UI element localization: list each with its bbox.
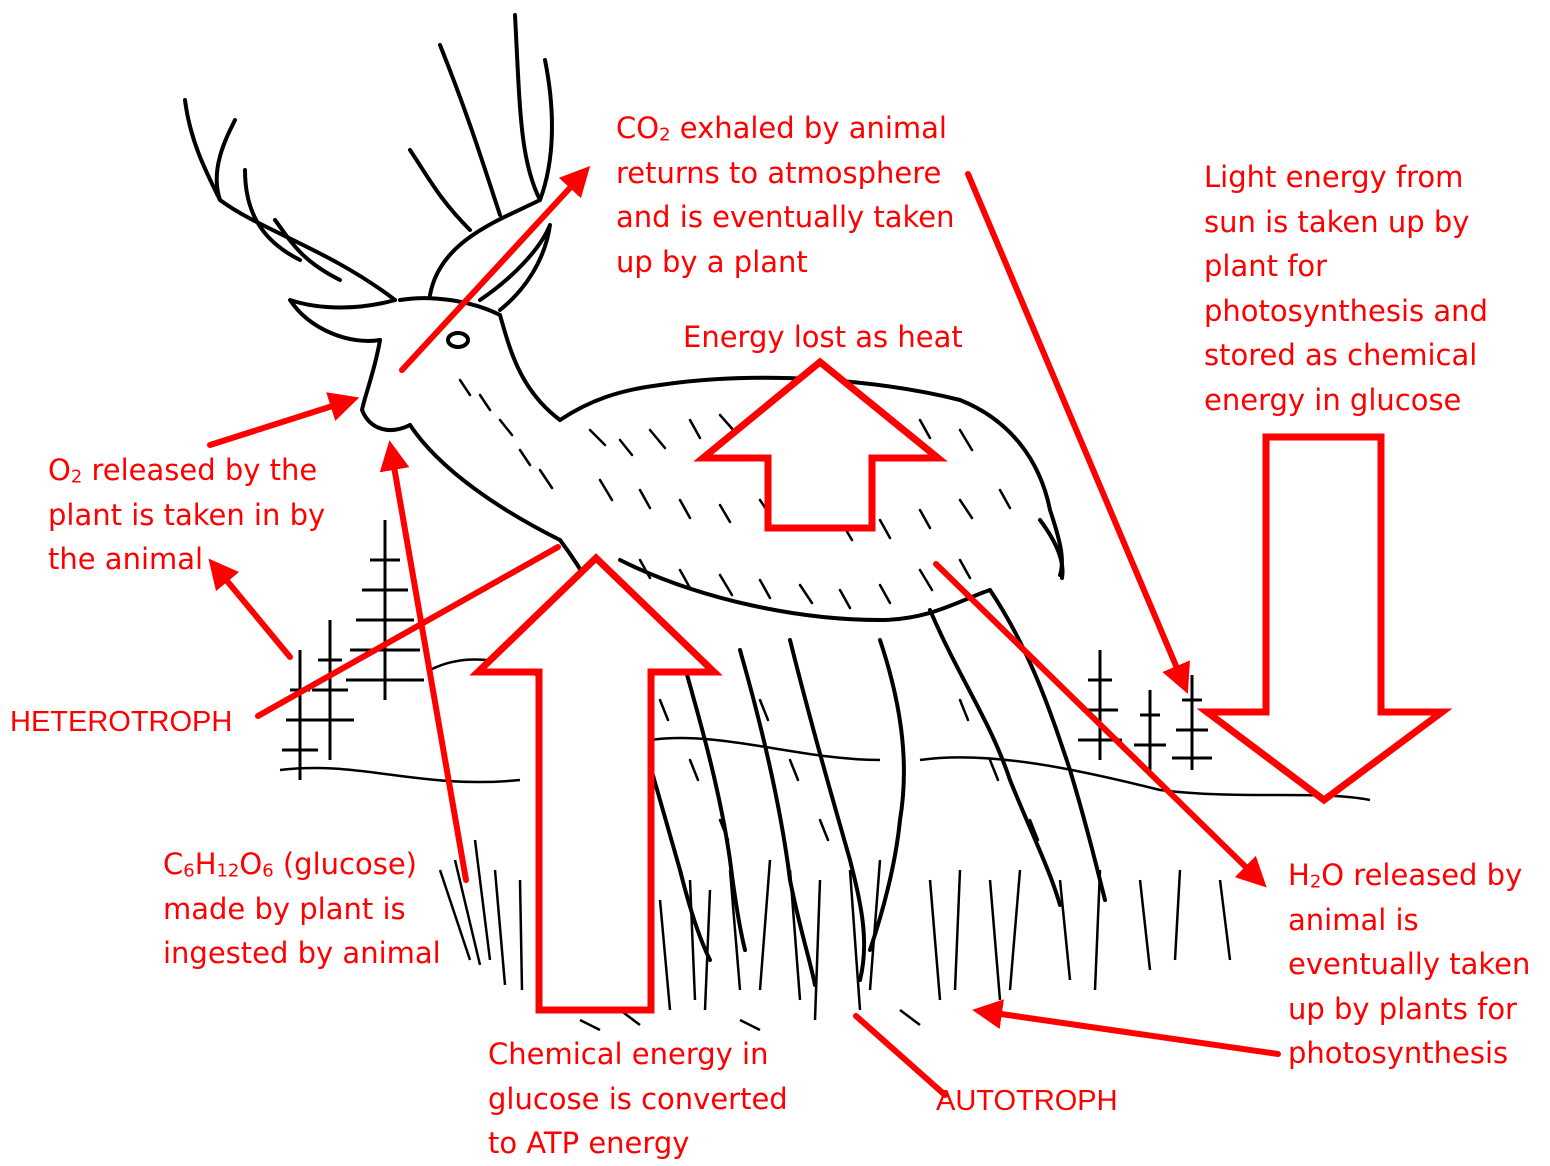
h2o-line-2: animal is xyxy=(1288,898,1530,943)
glucose-h-sub: 12 xyxy=(217,861,240,882)
chemical-energy-up-arrow xyxy=(478,558,714,1010)
chemical-line-1: Chemical energy in xyxy=(488,1032,788,1077)
h2o-line-5: photosynthesis xyxy=(1288,1031,1530,1076)
glucose-label: C6H12O6 (glucose) made by plant is inges… xyxy=(163,842,441,976)
h2o-label: H2O released by animal is eventually tak… xyxy=(1288,853,1530,1076)
glucose-c: C xyxy=(163,847,183,881)
glucose-h: H xyxy=(195,847,217,881)
h2o-line-4: up by plants for xyxy=(1288,987,1530,1032)
o2-line-1: released by the xyxy=(82,453,317,487)
heterotroph-to-label-arrow xyxy=(218,570,290,657)
light-line-1: Light energy from xyxy=(1204,155,1488,200)
co2-subscript: 2 xyxy=(659,125,670,146)
autotroph-text: AUTOTROPH xyxy=(936,1079,1118,1124)
light-line-5: stored as chemical xyxy=(1204,333,1488,378)
light-energy-down-arrow xyxy=(1207,437,1442,800)
h2o-to-plants-arrow xyxy=(987,1012,1278,1054)
heterotroph-label: HETEROTROPH xyxy=(10,700,232,745)
autotroph-label: AUTOTROPH xyxy=(936,1079,1118,1124)
glucose-line-3: ingested by animal xyxy=(163,931,441,976)
h2o-h: H xyxy=(1288,858,1310,892)
h2o-line-3: eventually taken xyxy=(1288,942,1530,987)
o2-label: O2 released by the plant is taken in by … xyxy=(48,448,325,582)
light-line-4: photosynthesis and xyxy=(1204,289,1488,334)
co2-line-1: exhaled by animal xyxy=(671,111,947,145)
o2-formula: O xyxy=(48,453,71,487)
chemical-energy-label: Chemical energy in glucose is converted … xyxy=(488,1032,788,1166)
chemical-line-3: to ATP energy xyxy=(488,1121,788,1166)
background-trees-icon xyxy=(282,520,1212,780)
light-line-6: energy in glucose xyxy=(1204,378,1488,423)
co2-label: CO2 exhaled by animal returns to atmosph… xyxy=(616,106,955,284)
co2-formula: CO xyxy=(616,111,659,145)
glucose-line-2: made by plant is xyxy=(163,887,441,932)
h2o-subscript: 2 xyxy=(1310,872,1321,893)
o2-subscript: 2 xyxy=(71,467,82,488)
glucose-line-1: (glucose) xyxy=(274,847,417,881)
glucose-c-sub: 6 xyxy=(183,861,194,882)
light-line-3: plant for xyxy=(1204,244,1488,289)
o2-line-2: plant is taken in by xyxy=(48,493,325,538)
heat-label: Energy lost as heat xyxy=(683,315,963,360)
h2o-line-1: O released by xyxy=(1321,858,1522,892)
co2-line-3: and is eventually taken xyxy=(616,195,955,240)
co2-exhale-arrow xyxy=(402,177,580,370)
heat-text: Energy lost as heat xyxy=(683,315,963,360)
co2-line-4: up by a plant xyxy=(616,240,955,285)
heterotroph-text: HETEROTROPH xyxy=(10,700,232,745)
glucose-ingest-arrow xyxy=(392,455,466,880)
o2-intake-arrow xyxy=(210,402,345,445)
chemical-line-2: glucose is converted xyxy=(488,1077,788,1122)
glucose-o: O xyxy=(239,847,262,881)
light-energy-label: Light energy from sun is taken up by pla… xyxy=(1204,155,1488,422)
glucose-o-sub: 6 xyxy=(262,861,273,882)
o2-line-3: the animal xyxy=(48,537,325,582)
autotroph-pointer-line xyxy=(856,1016,945,1095)
light-line-2: sun is taken up by xyxy=(1204,200,1488,245)
co2-line-2: returns to atmosphere xyxy=(616,151,955,196)
